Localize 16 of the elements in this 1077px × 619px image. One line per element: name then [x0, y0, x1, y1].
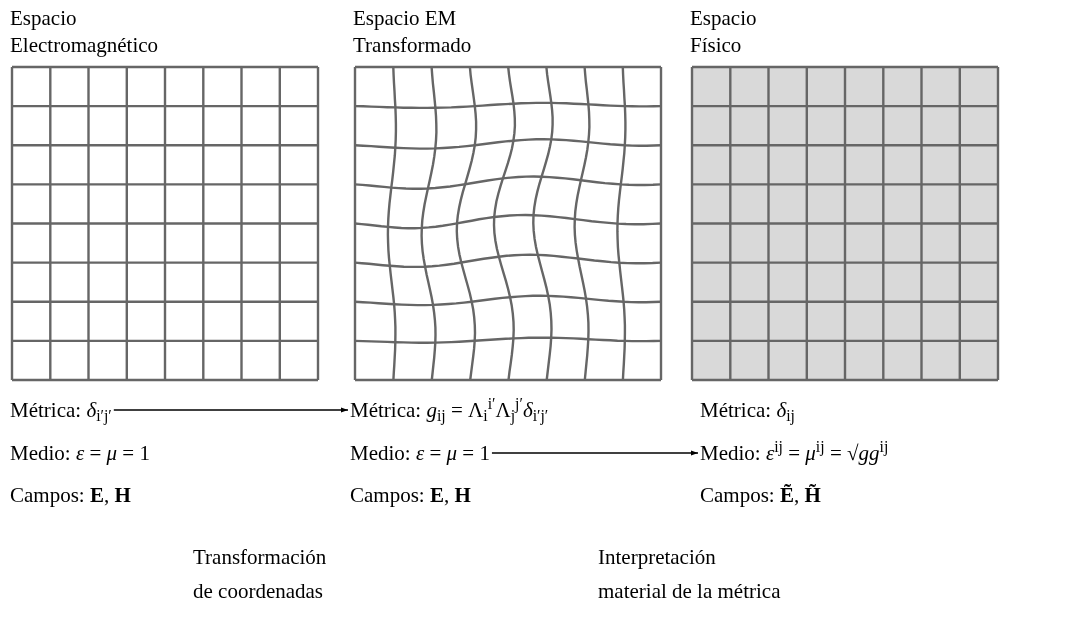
property-text: Medio: ε$^{ij}$ = μ$^{ij}$ = √gg$^{ij}$	[700, 439, 889, 467]
panel-heading: Espacio Físico	[690, 5, 758, 59]
property-text: Métrica: δ$_{ij}$	[700, 397, 795, 424]
property-text: Campos: E, H	[10, 482, 131, 509]
property-text: Métrica: δ$_{i′j′}$	[10, 397, 112, 424]
panel-heading: Espacio Electromagnético	[10, 5, 160, 59]
arrow	[113, 407, 349, 413]
arrow	[491, 450, 699, 456]
arrow-caption: Transformación de coordenadas	[193, 544, 328, 605]
property-text: Métrica: g$_{ij}$ = Λ$_{i}$$^{i′}$Λ$_{j}$$^{j′}$δ$_{i′j′}$	[350, 396, 549, 424]
property-text: Campos: E, H	[350, 482, 471, 509]
property-text: Medio: ε = μ = 1	[350, 440, 490, 467]
panel-heading: Espacio EM Transformado	[353, 5, 473, 59]
arrow-caption: Interpretación material de la métrica	[598, 544, 782, 605]
property-text: Campos: Ẽ, H̃	[700, 482, 821, 509]
property-text: Medio: ε = μ = 1	[10, 440, 150, 467]
